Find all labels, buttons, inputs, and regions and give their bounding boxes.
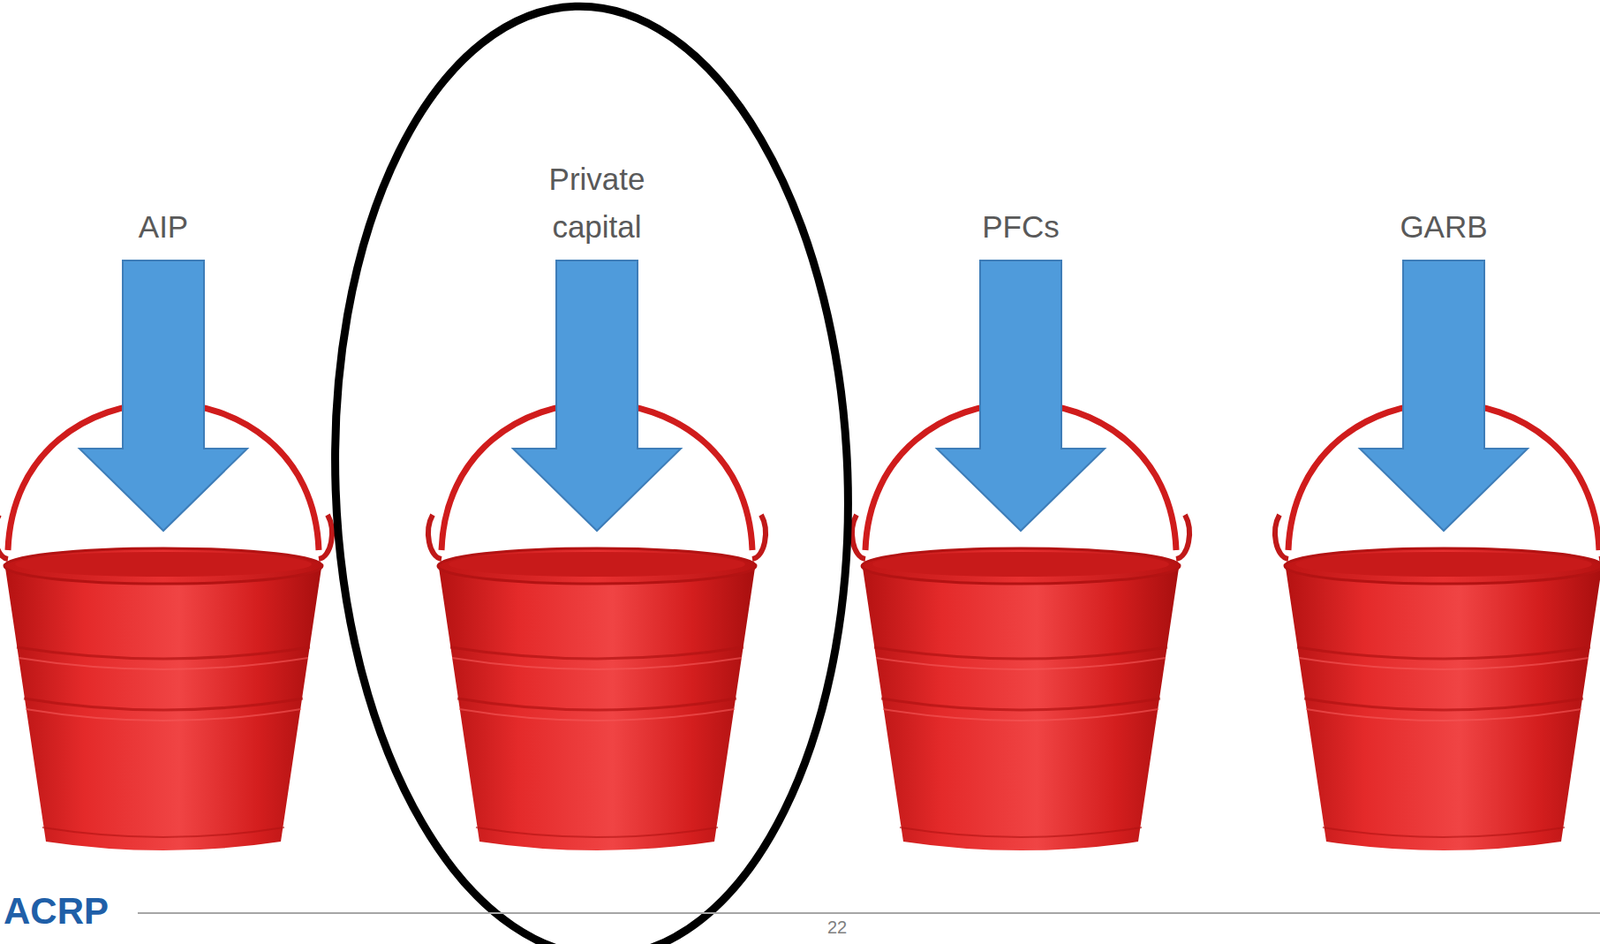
footer-rule xyxy=(137,912,1600,914)
down-arrow xyxy=(1359,260,1528,531)
logo-text: ACRP xyxy=(3,882,136,940)
source-label: GARB xyxy=(1355,203,1533,251)
down-arrow xyxy=(79,260,248,531)
source-label: AIP xyxy=(75,203,252,251)
page-number: 22 xyxy=(801,913,873,942)
source-label: PFCs xyxy=(932,203,1110,251)
down-arrow xyxy=(936,260,1105,531)
highlight-ellipse xyxy=(318,0,864,944)
down-arrow xyxy=(513,260,681,531)
source-label: Private capital xyxy=(520,155,675,252)
